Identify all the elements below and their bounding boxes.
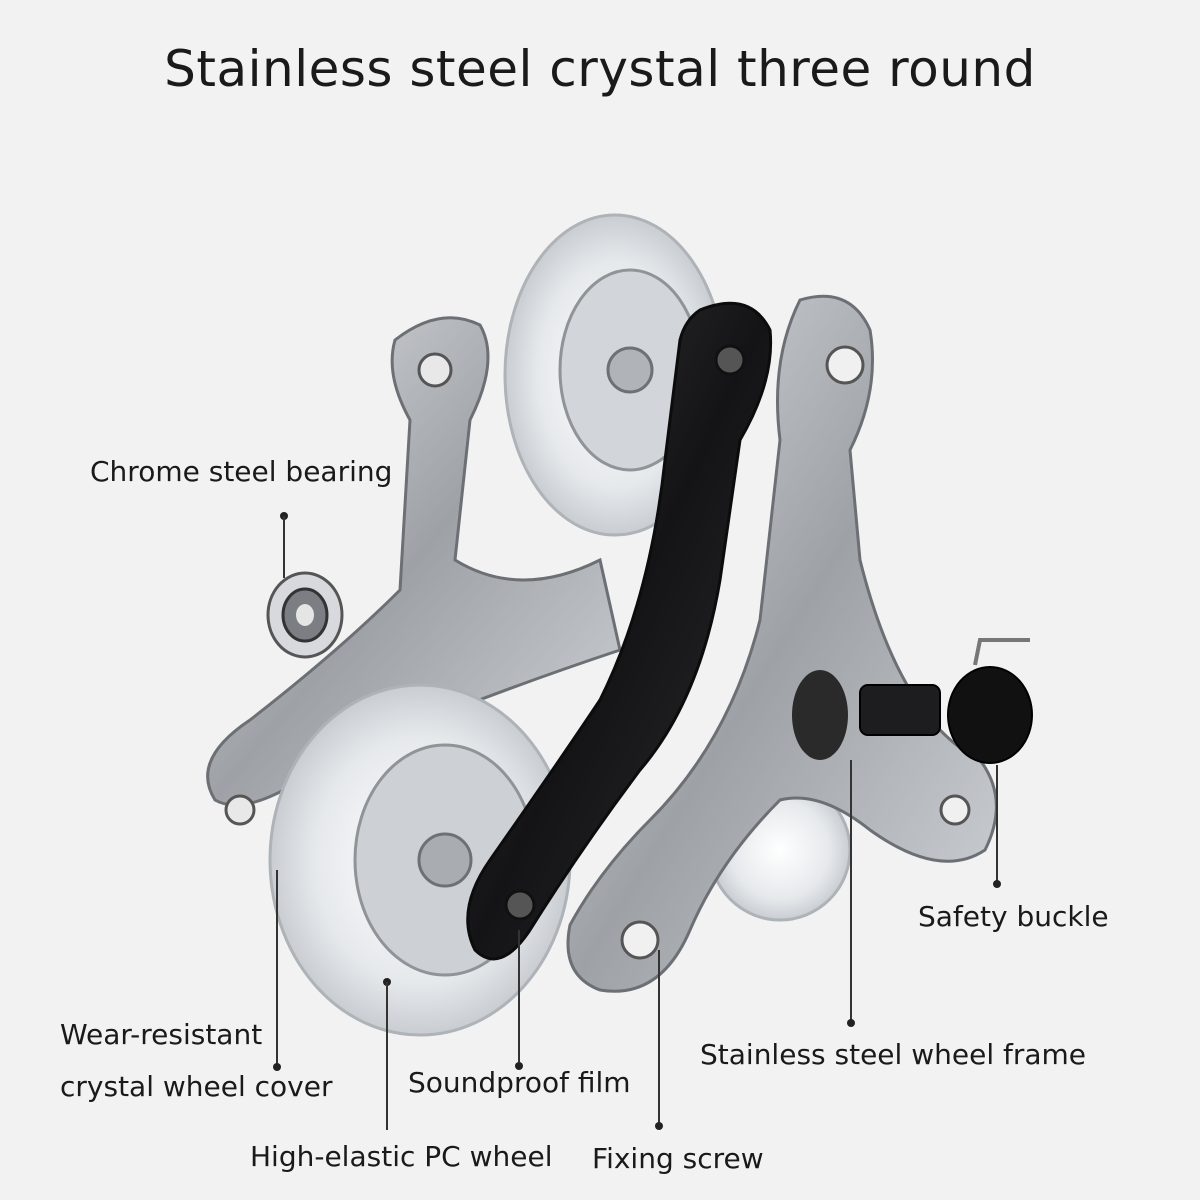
label-safety-buckle: Safety buckle (918, 900, 1109, 933)
leader-line (996, 765, 998, 883)
black-soundproof-frame (466, 301, 773, 961)
leader-line (283, 516, 285, 578)
safety-buckle (859, 638, 1033, 764)
leader-line (518, 930, 520, 1062)
label-wear-resistant-line1: Wear-resistant (60, 1018, 263, 1051)
leader-line (850, 760, 852, 1022)
label-soundproof: Soundproof film (408, 1066, 631, 1099)
label-wear-resistant-line2: crystal wheel cover (60, 1070, 333, 1103)
label-chrome-bearing: Chrome steel bearing (90, 455, 393, 488)
front-steel-frame (566, 294, 998, 993)
leader-line (386, 982, 388, 1130)
leader-dot (655, 1122, 663, 1130)
page-title: Stainless steel crystal three round (164, 40, 1036, 98)
chrome-bearing (266, 571, 344, 659)
leader-dot (847, 1019, 855, 1027)
leader-dot (515, 1062, 523, 1070)
label-wheel-frame: Stainless steel wheel frame (700, 1038, 1087, 1071)
leader-dot (273, 1063, 281, 1071)
leader-line (658, 950, 660, 1128)
label-pc-wheel: High-elastic PC wheel (250, 1140, 553, 1173)
leader-line (276, 870, 278, 1065)
leader-dot (993, 880, 1001, 888)
label-fixing-screw: Fixing screw (592, 1142, 764, 1175)
